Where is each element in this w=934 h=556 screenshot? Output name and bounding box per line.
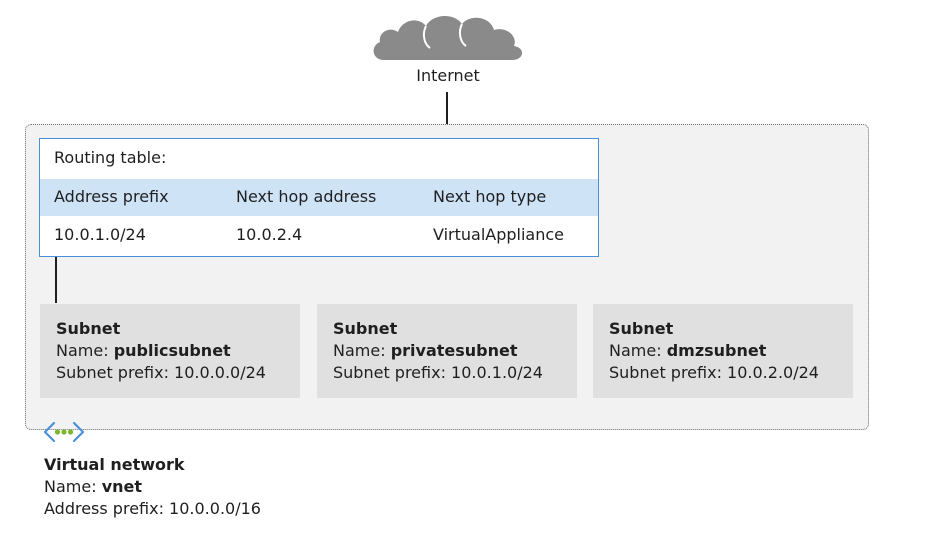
subnet-dmzsubnet: Subnet Name: dmzsubnet Subnet prefix: 10… <box>593 304 853 398</box>
subnet-heading: Subnet <box>609 319 674 338</box>
cell-address-prefix: 10.0.1.0/24 <box>54 225 146 244</box>
cell-next-hop-address: 10.0.2.4 <box>236 225 303 244</box>
routing-table-title: Routing table: <box>54 148 167 167</box>
routing-table: Routing table: Address prefix Next hop a… <box>39 138 599 257</box>
subnet-heading: Subnet <box>56 319 121 338</box>
subnet-name: privatesubnet <box>390 341 518 360</box>
column-header-address-prefix: Address prefix <box>54 187 169 206</box>
vnet-name: vnet <box>101 477 143 496</box>
subnet-name-label: Name: <box>609 341 667 360</box>
subnet-prefix: Subnet prefix: 10.0.1.0/24 <box>333 363 543 382</box>
subnet-name-label: Name: <box>56 341 114 360</box>
subnet-name-label: Name: <box>333 341 391 360</box>
subnet-prefix: Subnet prefix: 10.0.2.0/24 <box>609 363 819 382</box>
vnet-name-label: Name: <box>44 477 102 496</box>
vnet-name-line: Name: vnet <box>44 476 261 498</box>
internet-connector <box>446 92 448 124</box>
cell-next-hop-type: VirtualAppliance <box>433 225 565 244</box>
internet-label: Internet <box>416 66 480 85</box>
subnet-name: dmzsubnet <box>666 341 767 360</box>
column-header-next-hop-address: Next hop address <box>236 187 377 206</box>
subnet-publicsubnet: Subnet Name: publicsubnet Subnet prefix:… <box>40 304 300 398</box>
subnet-name: publicsubnet <box>113 341 231 360</box>
virtual-network-caption: Virtual network Name: vnet Address prefi… <box>44 454 261 520</box>
subnet-heading: Subnet <box>333 319 398 338</box>
subnet-name-line: Name: publicsubnet <box>56 340 300 362</box>
vnet-address-prefix: Address prefix: 10.0.0.0/16 <box>44 499 261 518</box>
vnet-heading: Virtual network <box>44 455 185 474</box>
cloud-icon <box>373 15 523 60</box>
subnet-privatesubnet: Subnet Name: privatesubnet Subnet prefix… <box>317 304 577 398</box>
subnet-name-line: Name: privatesubnet <box>333 340 577 362</box>
subnet-prefix: Subnet prefix: 10.0.0.0/24 <box>56 363 266 382</box>
routing-table-connector <box>55 257 57 303</box>
column-header-next-hop-type: Next hop type <box>433 187 547 206</box>
virtual-network-icon <box>43 421 85 443</box>
subnet-name-line: Name: dmzsubnet <box>609 340 853 362</box>
routing-table-header: Address prefix Next hop address Next hop… <box>40 179 598 216</box>
